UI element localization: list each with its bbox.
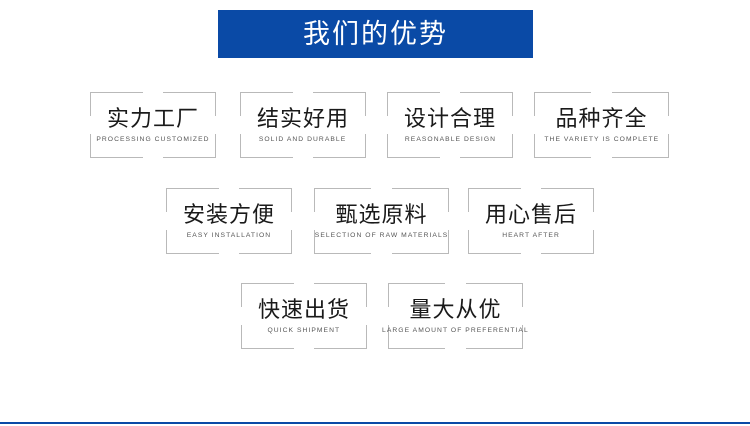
advantage-card[interactable]: 结实好用 SOLID AND DURABLE xyxy=(240,92,366,158)
bottom-accent-rule xyxy=(0,422,750,424)
advantage-title-cn: 结实好用 xyxy=(256,105,349,131)
advantage-subtitle-en: SOLID AND DURABLE xyxy=(259,136,347,143)
advantage-title-cn: 实力工厂 xyxy=(106,105,199,131)
advantage-card[interactable]: 用心售后 HEART AFTER xyxy=(468,188,594,254)
advantage-title-cn: 设计合理 xyxy=(403,105,496,131)
advantage-subtitle-en: SELECTION OF RAW MATERIALS xyxy=(314,232,449,239)
advantage-subtitle-en: PROCESSING CUSTOMIZED xyxy=(96,136,210,143)
advantage-title-cn: 量大从优 xyxy=(409,296,502,322)
advantage-card[interactable]: 安装方便 EASY INSTALLATION xyxy=(166,188,292,254)
advantage-card[interactable]: 实力工厂 PROCESSING CUSTOMIZED xyxy=(90,92,216,158)
advantage-card[interactable]: 快速出货 QUICK SHIPMENT xyxy=(241,283,367,349)
advantage-card[interactable]: 量大从优 LARGE AMOUNT OF PREFERENTIAL xyxy=(382,283,528,349)
advantage-card[interactable]: 甄选原料 SELECTION OF RAW MATERIALS xyxy=(314,188,449,254)
advantage-subtitle-en: HEART AFTER xyxy=(502,232,560,239)
advantage-subtitle-en: THE VARIETY IS COMPLETE xyxy=(544,136,659,143)
advantage-title-cn: 安装方便 xyxy=(182,201,275,227)
advantage-title-cn: 用心售后 xyxy=(484,201,577,227)
advantage-subtitle-en: EASY INSTALLATION xyxy=(186,232,272,239)
advantage-subtitle-en: LARGE AMOUNT OF PREFERENTIAL xyxy=(382,327,529,334)
advantage-card[interactable]: 品种齐全 THE VARIETY IS COMPLETE xyxy=(534,92,669,158)
advantage-card[interactable]: 设计合理 REASONABLE DESIGN xyxy=(387,92,513,158)
page-title-banner: 我们的优势 xyxy=(218,10,533,58)
advantage-title-cn: 快速出货 xyxy=(257,296,350,322)
page-title: 我们的优势 xyxy=(303,18,448,49)
advantage-title-cn: 品种齐全 xyxy=(555,105,648,131)
advantage-subtitle-en: QUICK SHIPMENT xyxy=(267,327,341,334)
advantage-title-cn: 甄选原料 xyxy=(335,201,428,227)
advantage-subtitle-en: REASONABLE DESIGN xyxy=(404,136,496,143)
